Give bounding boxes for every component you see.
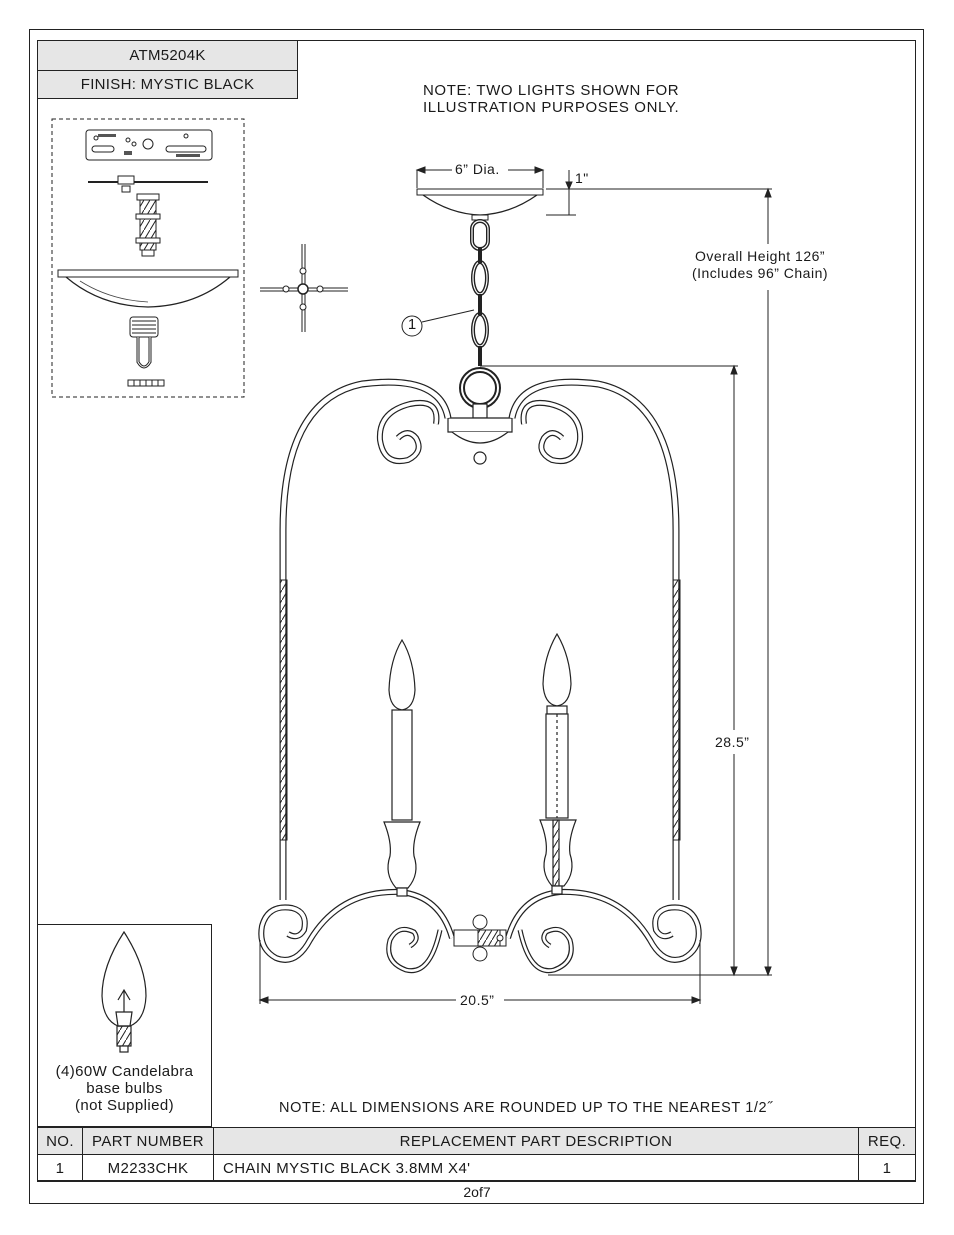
crossbar-plate	[85, 129, 213, 161]
header-description: REPLACEMENT PART DESCRIPTION	[213, 1127, 859, 1155]
table-row: 1 M2233CHK CHAIN MYSTIC BLACK 3.8MM X4' …	[37, 1154, 916, 1182]
dimension-lines	[258, 166, 772, 1004]
left-twisted-arm	[279, 579, 288, 841]
canopy-height-label: 1"	[575, 170, 589, 186]
bulb-line1: (4)60W Candelabra	[55, 1063, 194, 1080]
illustration-note-line2: ILLUSTRATION PURPOSES ONLY.	[423, 99, 680, 116]
finish-label: FINISH: MYSTIC BLACK	[37, 70, 298, 99]
right-twisted-arm	[672, 579, 681, 841]
mounting-strap	[88, 175, 208, 193]
row-description: CHAIN MYSTIC BLACK 3.8MM X4'	[213, 1154, 859, 1182]
overall-height-label: Overall Height 126” (Includes 96” Chain)	[660, 248, 860, 282]
canopy-diameter-label: 6” Dia.	[455, 161, 500, 177]
cross-arm-detail	[260, 244, 348, 332]
bulb-line2: base bulbs	[86, 1080, 163, 1097]
overall-height-line2: (Includes 96” Chain)	[691, 265, 829, 281]
bulb-info-box: (4)60W Candelabra base bulbs (not Suppli…	[37, 924, 212, 1127]
bulb-description: (4)60W Candelabra base bulbs (not Suppli…	[38, 1063, 211, 1114]
ceiling-canopy	[416, 188, 544, 221]
part-callout	[401, 309, 475, 337]
illustration-note: NOTE: TWO LIGHTS SHOWN FOR ILLUSTRATION …	[423, 82, 679, 116]
right-candle	[539, 632, 577, 895]
bottom-scrolls	[258, 888, 702, 974]
page-number: 2of7	[463, 1184, 491, 1200]
row-part-number: M2233CHK	[82, 1154, 214, 1182]
canopy-loop	[127, 316, 165, 387]
chain	[470, 219, 490, 366]
left-candle	[383, 638, 421, 897]
mounting-hardware-kit	[51, 118, 245, 398]
bottom-hub	[453, 914, 507, 962]
parts-table-header: NO. PART NUMBER REPLACEMENT PART DESCRIP…	[37, 1127, 916, 1155]
frame-arms	[279, 378, 680, 900]
overall-height-line1: Overall Height 126”	[694, 248, 826, 264]
bulb-illustration	[101, 930, 147, 1053]
row-req: 1	[858, 1154, 916, 1182]
row-no: 1	[37, 1154, 83, 1182]
page-border	[29, 29, 924, 1204]
top-ring-and-hub	[447, 367, 513, 465]
parts-table: NO. PART NUMBER REPLACEMENT PART DESCRIP…	[37, 1127, 916, 1182]
header-no: NO.	[37, 1127, 83, 1155]
illustration-note-line1: NOTE: TWO LIGHTS SHOWN FOR	[423, 82, 680, 99]
model-number: ATM5204K	[37, 40, 298, 71]
callout-number: 1	[407, 316, 417, 333]
threaded-nipple	[135, 193, 161, 257]
bulb-line3: (not Supplied)	[75, 1097, 174, 1114]
width-label: 20.5”	[458, 992, 497, 1008]
header-part-number: PART NUMBER	[82, 1127, 214, 1155]
header-req: REQ.	[858, 1127, 916, 1155]
body-height-label: 28.5”	[713, 734, 752, 750]
dimension-note: NOTE: ALL DIMENSIONS ARE ROUNDED UP TO T…	[279, 1100, 773, 1116]
canopy-part	[57, 269, 239, 308]
